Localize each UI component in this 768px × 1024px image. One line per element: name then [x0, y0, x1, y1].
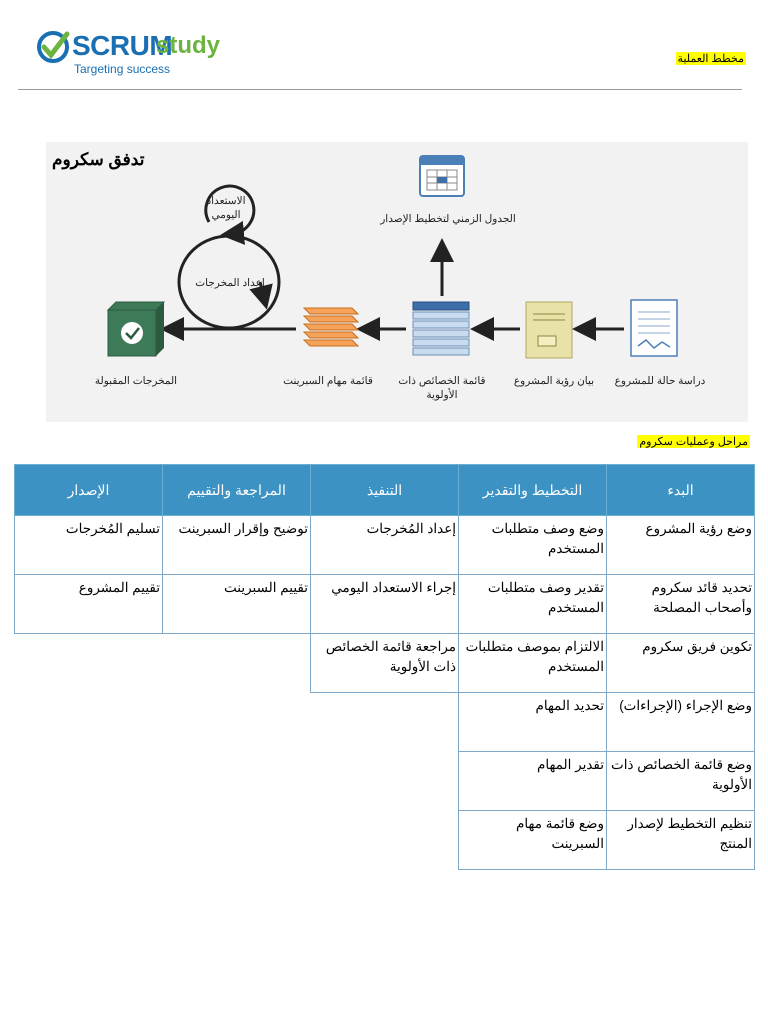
header-plan-estimate: التخطيط والتقدير — [458, 464, 607, 516]
table-header-row: البدء التخطيط والتقدير التنفيذ المراجعة … — [14, 464, 755, 516]
phases-section-title: مراحل وعمليات سكروم — [637, 435, 750, 448]
table-cell-empty — [311, 752, 459, 811]
label-prioritized-product-backlog: قائمة الخصائص ذات الأولوية — [398, 375, 486, 401]
calendar-icon — [419, 155, 465, 197]
table-row: وضع الإجراء (الإجراءات) تحديد المهام — [15, 692, 755, 752]
diagram-graphics — [106, 155, 678, 359]
table-cell: الالتزام بموصف متطلبات المستخدم — [458, 633, 607, 693]
table-cell-empty — [15, 811, 163, 870]
table-cell: وضع رؤية المشروع — [606, 515, 755, 575]
document-icon — [630, 299, 678, 357]
logo-scrum-text: SCRUM — [72, 30, 173, 61]
scrum-flow-diagram — [46, 142, 748, 422]
label-sprint-backlog: قائمة مهام السبرينت — [283, 375, 373, 387]
logo-tagline: Targeting success — [74, 62, 171, 76]
product-backlog-icon — [412, 301, 470, 356]
label-release-planning-schedule: الجدول الزمني لتخطيط الإصدار — [380, 213, 516, 225]
header-initiate: البدء — [606, 464, 755, 516]
table-cell: إجراء الاستعداد اليومي — [310, 574, 459, 634]
accepted-deliverables-icon — [106, 301, 166, 357]
table-cell: توضيح وإقرار السبرينت — [162, 515, 311, 575]
label-accepted-deliverables: المخرجات المقبولة — [94, 375, 178, 387]
table-cell: تقدير المهام — [458, 751, 607, 811]
header-implement: التنفيذ — [310, 464, 459, 516]
table-cell-empty — [163, 634, 311, 693]
label-project-business-case: دراسة حالة للمشروع — [614, 375, 706, 387]
table-cell: تكوين فريق سكروم — [606, 633, 755, 693]
table-cell-empty — [15, 752, 163, 811]
table-row: تكوين فريق سكروم الالتزام بموصف متطلبات … — [15, 633, 755, 693]
header-divider — [18, 89, 742, 90]
label-create-deliverables: إعداد المخرجات — [195, 277, 265, 289]
table-cell-empty — [15, 693, 163, 752]
table-cell-empty — [311, 811, 459, 870]
table-cell: إعداد المُخرجات — [310, 515, 459, 575]
table-cell: وضع قائمة الخصائص ذات الأولوية — [606, 751, 755, 811]
table-row: تحديد قائد سكروم وأصحاب المصلحة تقدير وص… — [14, 574, 755, 634]
table-cell-empty — [15, 634, 163, 693]
table-row: وضع قائمة الخصائص ذات الأولوية تقدير الم… — [15, 751, 755, 811]
table-cell: تحديد قائد سكروم وأصحاب المصلحة — [606, 574, 755, 634]
vision-statement-icon — [525, 301, 573, 359]
table-cell: تقدير وصف متطلبات المستخدم — [458, 574, 607, 634]
table-cell: وضع الإجراء (الإجراءات) — [606, 692, 755, 752]
scrum-phases-table: البدء التخطيط والتقدير التنفيذ المراجعة … — [14, 464, 755, 870]
daily-standup-loop — [204, 184, 256, 245]
header-review-retrospect: المراجعة والتقييم — [162, 464, 311, 516]
scrumstudy-logo: SCRUM study Targeting success — [36, 28, 256, 80]
checkmark-logo-icon — [37, 31, 70, 63]
logo-study-text: study — [156, 32, 221, 59]
table-cell-empty — [163, 693, 311, 752]
document-title: مخطط العملية — [675, 52, 746, 65]
sprint-backlog-icon — [302, 307, 360, 347]
table-cell-empty — [163, 752, 311, 811]
table-cell: وضع وصف متطلبات المستخدم — [458, 515, 607, 575]
table-row: تنظيم التخطيط لإصدار المنتج وضع قائمة مه… — [15, 810, 755, 870]
table-cell-empty — [311, 693, 459, 752]
label-project-vision-statement: بيان رؤية المشروع — [513, 375, 595, 387]
table-cell-empty — [163, 811, 311, 870]
table-cell: تقييم المشروع — [14, 574, 163, 634]
header-release: الإصدار — [14, 464, 163, 516]
table-cell: تنظيم التخطيط لإصدار المنتج — [606, 810, 755, 870]
table-row: وضع رؤية المشروع وضع وصف متطلبات المستخد… — [14, 515, 755, 575]
table-cell: تحديد المهام — [458, 692, 607, 752]
table-cell: تقييم السبرينت — [162, 574, 311, 634]
table-cell: وضع قائمة مهام السبرينت — [458, 810, 607, 870]
diagram-title: تدفق سكروم — [52, 150, 145, 169]
label-daily-standup: الاستعداد اليومي — [206, 195, 246, 221]
table-cell: مراجعة قائمة الخصائص ذات الأولوية — [310, 633, 459, 693]
table-cell: تسليم المُخرجات — [14, 515, 163, 575]
